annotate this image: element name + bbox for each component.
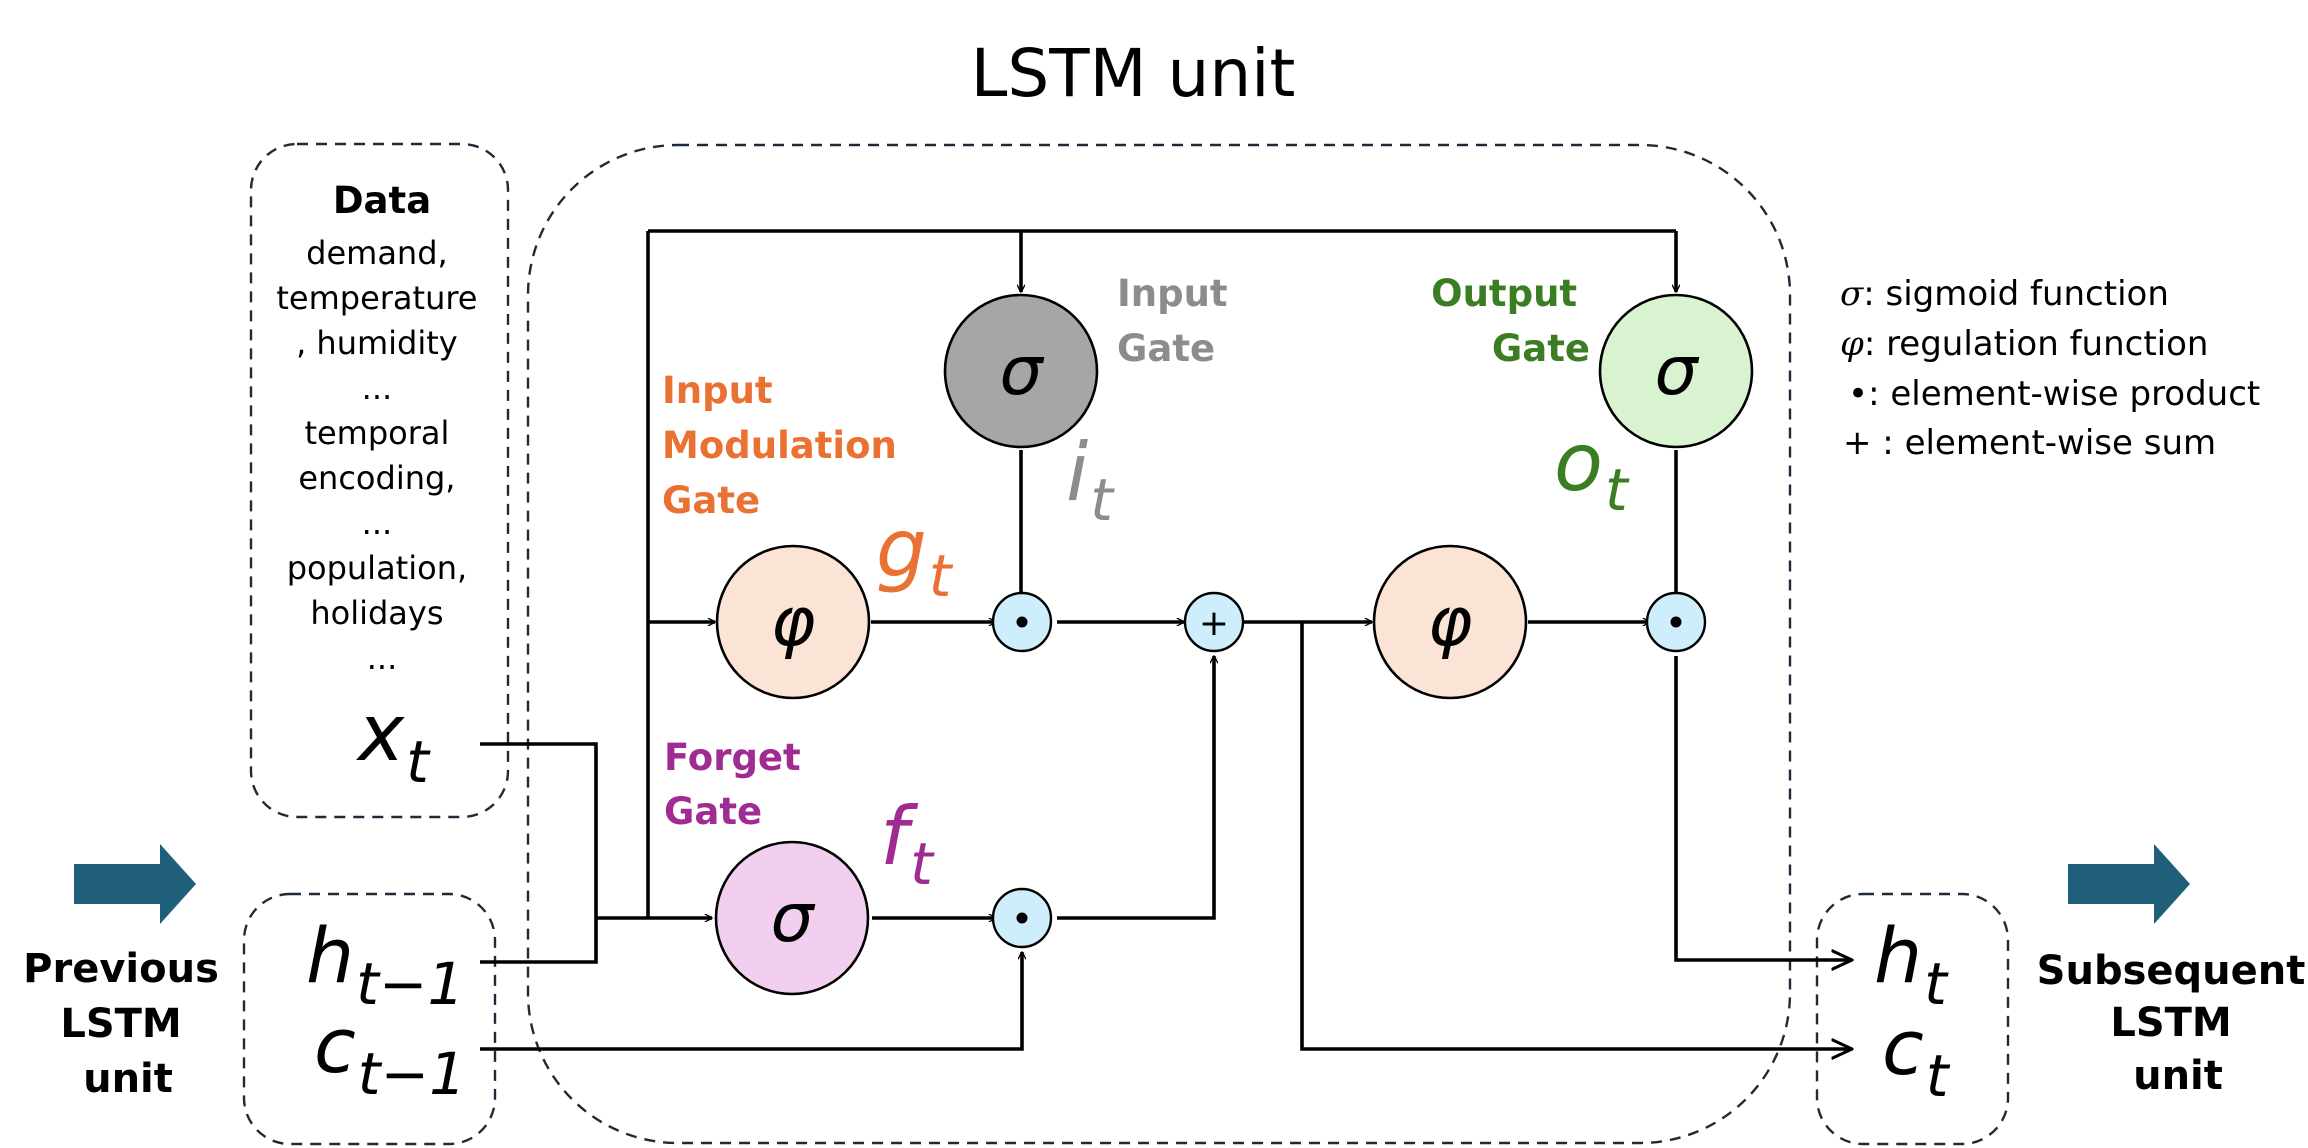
- input-product-dot-icon: [1016, 616, 1028, 628]
- forget-product-to-sum-line: [1057, 656, 1214, 920]
- h-t-minus-1-label: ht−1: [306, 911, 464, 1018]
- legend-item-sigmoid: σ: sigmoid function: [1840, 274, 2169, 314]
- output-product-dot-icon: [1670, 616, 1682, 628]
- legend-item-sum: + : element-wise sum: [1843, 423, 2216, 463]
- forget-gate-sigma-circle: [714, 840, 870, 996]
- modulation-phi-circle: [715, 544, 871, 700]
- legend-item-product: •: element-wise product: [1848, 374, 2260, 414]
- cell-state-out-line: [1300, 622, 1852, 1049]
- legend: σ: sigmoid function φ: regulation functi…: [1840, 274, 2260, 463]
- forget-gate-label: Forget Gate: [664, 736, 814, 833]
- subsequent-state-box: [1815, 892, 2010, 1146]
- c-t-minus-1-line: [480, 952, 1022, 1051]
- connection-lines: [480, 229, 1852, 1051]
- c-t-minus-1-label: ct−1: [314, 1001, 466, 1108]
- page-title: LSTM unit: [971, 35, 1296, 112]
- lstm-unit-box: [526, 143, 1792, 1145]
- cell-activation-phi-symbol: φ: [1428, 583, 1473, 662]
- g-t-label: gt: [876, 502, 954, 610]
- modulation-phi-symbol: φ: [771, 583, 816, 662]
- h-t-minus-1-line: [480, 918, 598, 964]
- output-gate-sigma-symbol: σ: [1654, 332, 1699, 411]
- x-t-line: [480, 742, 598, 918]
- data-heading: Data: [333, 179, 431, 222]
- output-gate-label: Output Gate: [1431, 272, 1590, 370]
- subsequent-unit-arrow: [2068, 844, 2190, 924]
- input-gate-sigma-circle: [943, 293, 1099, 449]
- input-gate-sigma-symbol: σ: [999, 332, 1044, 411]
- forget-gate-sigma-symbol: σ: [770, 879, 815, 958]
- hidden-state-out-line: [1674, 656, 1852, 960]
- i-t-label: it: [1066, 426, 1115, 534]
- c-t-label: ct: [1882, 1003, 1951, 1110]
- sum-operator-symbol: +: [1199, 603, 1229, 644]
- cell-activation-phi-circle: [1372, 544, 1528, 700]
- forget-product-dot-icon: [1016, 912, 1028, 924]
- output-gate-sigma-circle: [1598, 293, 1754, 449]
- previous-unit-label: Previous LSTM unit: [23, 946, 233, 1102]
- subsequent-unit-label: Subsequent LSTM unit: [2037, 948, 2308, 1099]
- previous-unit-arrow: [74, 844, 196, 924]
- legend-item-regulation: φ: regulation function: [1840, 324, 2208, 364]
- modulation-gate-label: Input Modulation Gate: [662, 369, 910, 522]
- o-t-label: ot: [1554, 416, 1630, 524]
- previous-state-box: [242, 892, 497, 1146]
- f-t-label: ft: [880, 790, 935, 898]
- sum-operator: [1183, 591, 1245, 653]
- x-t-label: xt: [355, 689, 431, 796]
- h-t-label: ht: [1874, 911, 1949, 1018]
- data-list: demand, temperature , humidity ... tempo…: [276, 234, 487, 677]
- data-box: [249, 142, 510, 819]
- input-gate-label: Input Gate: [1117, 272, 1241, 370]
